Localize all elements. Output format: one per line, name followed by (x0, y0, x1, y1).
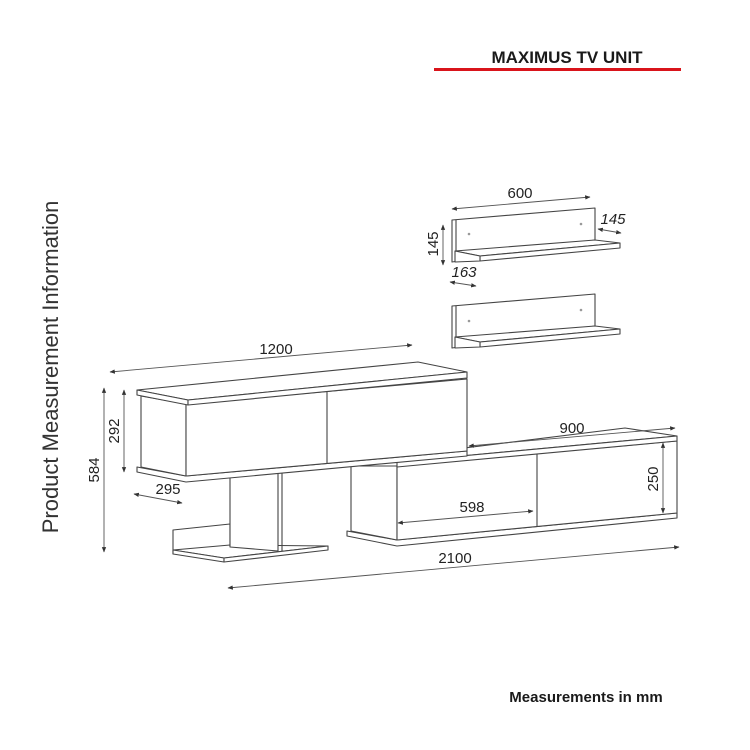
dim-upper-depth: 295 (155, 481, 180, 498)
wall-shelf-bottom (451, 293, 621, 349)
dim-shelf-board: 163 (451, 264, 477, 281)
title-underline (434, 68, 681, 71)
dim-shelf-width: 600 (507, 185, 532, 202)
wall-shelf-top (451, 207, 621, 263)
dim-shelf-depth: 145 (600, 211, 626, 228)
units-note: Measurements in mm (509, 689, 662, 706)
dimension-lines (101, 195, 680, 590)
dim-lower-width: 900 (559, 420, 584, 437)
dim-shelf-height: 145 (425, 231, 442, 256)
diagram-title: MAXIMUS TV UNIT (491, 48, 643, 67)
pedestal (172, 469, 329, 563)
dim-door-width: 598 (459, 499, 484, 516)
side-label: Product Measurement Information (38, 201, 63, 534)
dim-total-height: 584 (86, 457, 103, 482)
dim-total-width: 2100 (438, 550, 471, 567)
dim-upper-height: 292 (106, 418, 123, 443)
dim-upper-width: 1200 (259, 341, 292, 358)
dim-lower-height: 250 (645, 466, 662, 491)
